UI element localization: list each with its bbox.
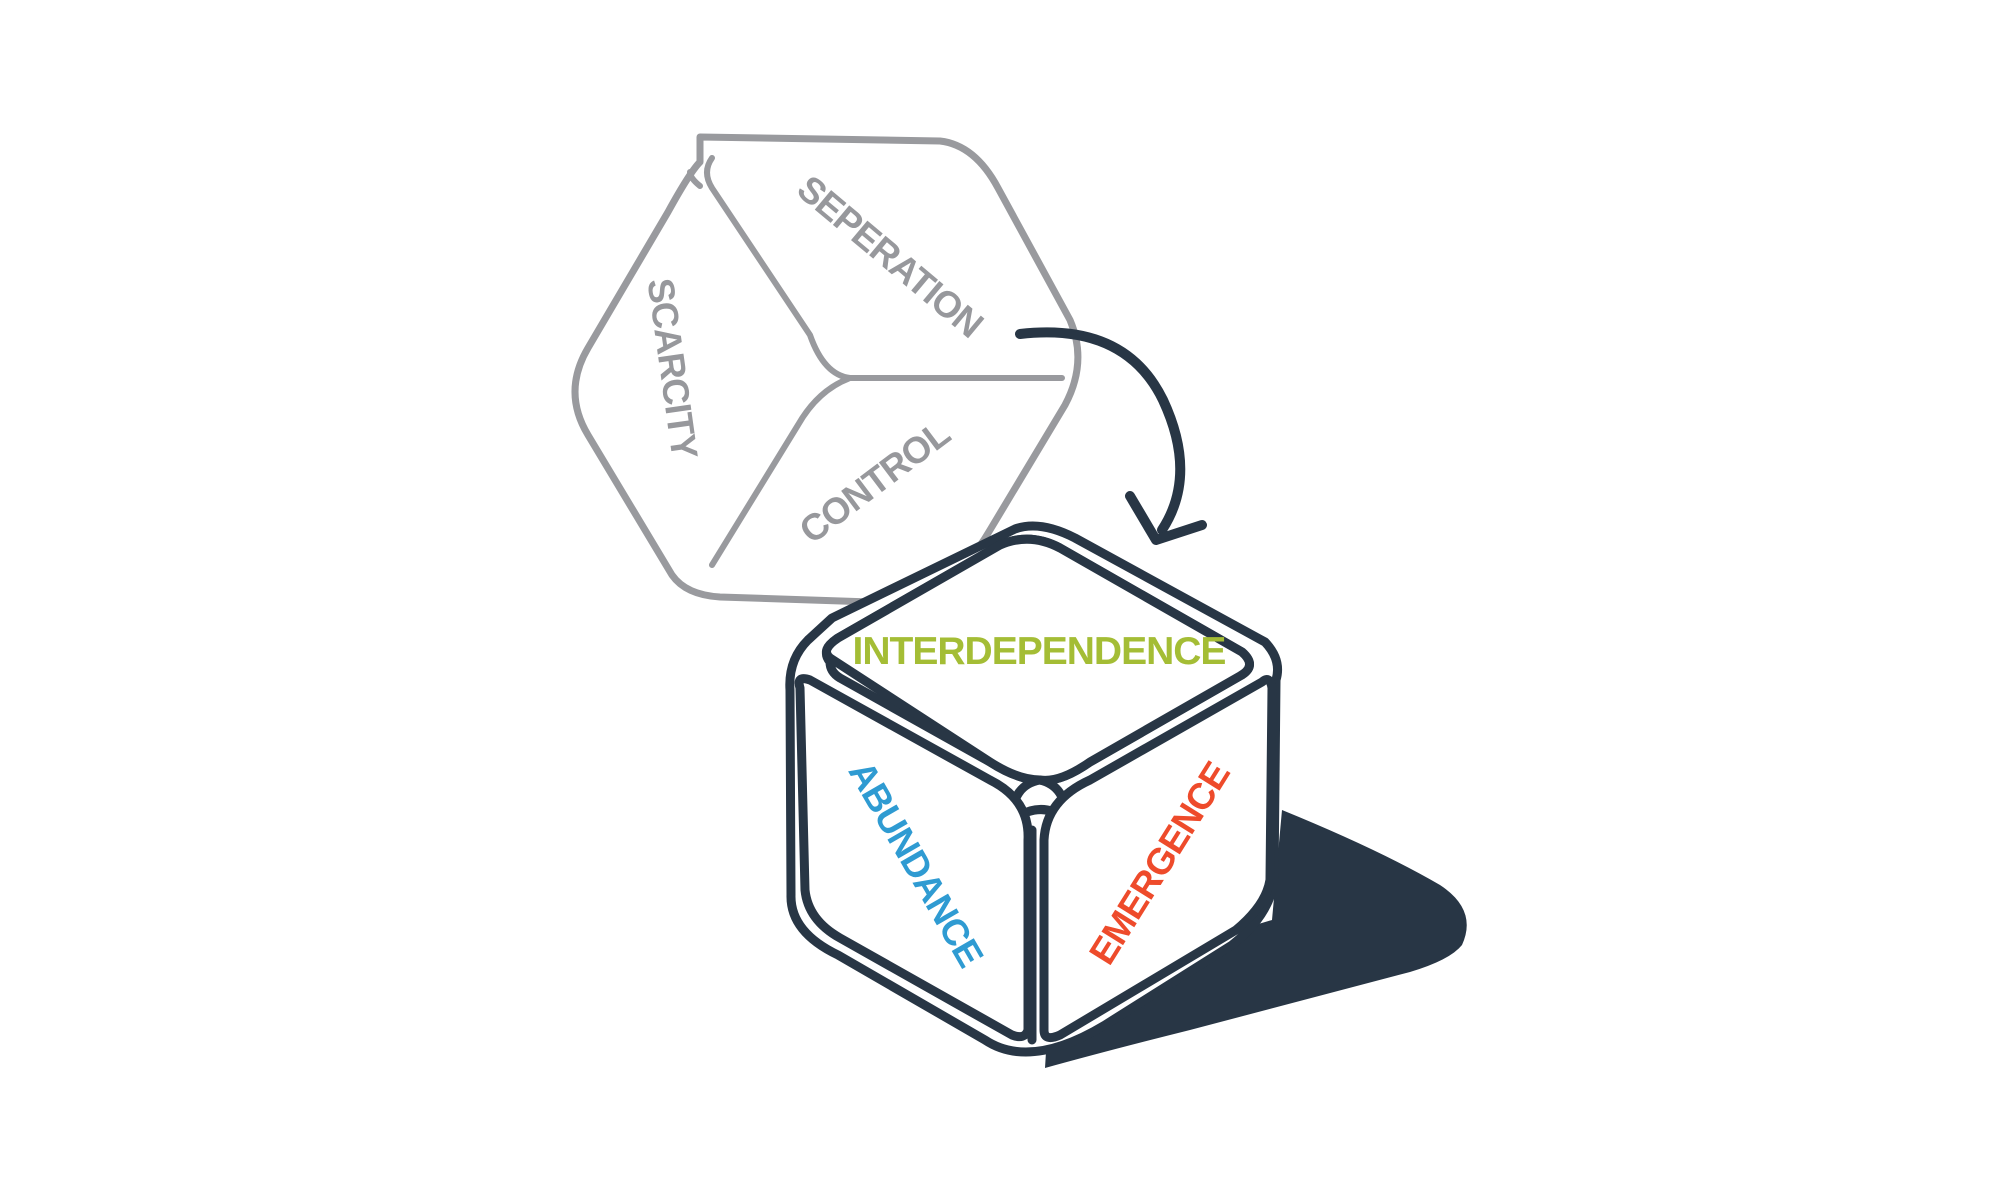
new-die-top-face	[821, 534, 1254, 785]
old-die-inner-edges	[687, 155, 1065, 568]
new-die-shadow	[1045, 810, 1467, 1068]
arrow-curve	[1015, 327, 1186, 535]
rotation-arrow	[1015, 327, 1207, 545]
new-face-label-interdependence: INTERDEPENDENCE	[853, 630, 1226, 673]
new-die: INTERDEPENDENCE ABUNDANCE EMERGENCE	[785, 521, 1283, 1057]
arrow-head-icon	[1125, 491, 1207, 545]
new-die-right-face	[1039, 675, 1277, 1043]
new-die-left-face	[794, 674, 1033, 1042]
old-die: SEPERATION SCARCITY CONTROL	[571, 133, 1082, 607]
